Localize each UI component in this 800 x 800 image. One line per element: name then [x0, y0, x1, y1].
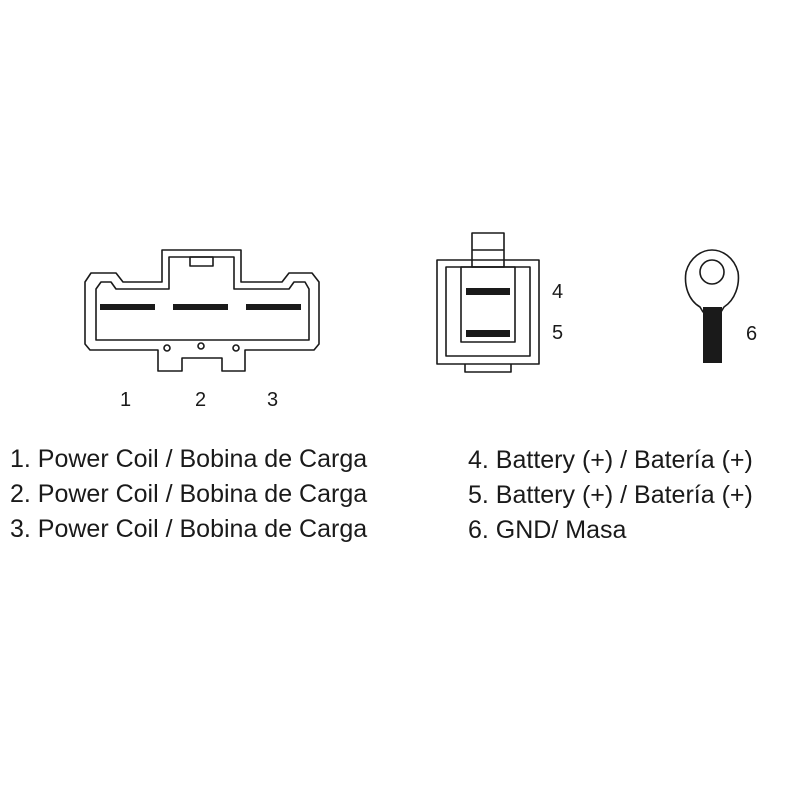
connector-b-pin-4-blade [466, 288, 510, 295]
connector-b-bottom-tab [464, 364, 512, 373]
legend-item-pin-5: 5. Battery (+) / Batería (+) [468, 481, 753, 509]
connector-a-mount-hole-left [163, 344, 171, 352]
ring-terminal-wire [703, 307, 722, 363]
connector-a-inner-housing [95, 256, 310, 341]
ring-terminal [684, 249, 740, 363]
legend-item-pin-6: 6. GND/ Masa [468, 516, 627, 544]
connector-b-inner-shroud [460, 266, 516, 343]
connector-a-mount-hole-center [197, 342, 205, 350]
connector-a-top-latch [189, 256, 214, 267]
connector-a-pin-3-number: 3 [267, 389, 278, 411]
ring-terminal-hole [699, 259, 725, 285]
ring-terminal-outline [684, 249, 740, 313]
legend-item-pin-1: 1. Power Coil / Bobina de Carga [10, 445, 368, 473]
connector-b-pin-4-number: 4 [552, 281, 563, 303]
connector-b-outer-housing [436, 259, 540, 365]
connector-a-pin-1-number: 1 [120, 389, 131, 411]
legend-item-pin-3: 3. Power Coil / Bobina de Carga [10, 515, 368, 543]
connector-b-pin-5-number: 5 [552, 322, 563, 344]
connector-a-pin-2-blade [173, 304, 228, 310]
connector-a-pin-2-number: 2 [195, 389, 206, 411]
legend-item-pin-4: 4. Battery (+) / Batería (+) [468, 446, 753, 474]
connector-a-pin-3-blade [246, 304, 301, 310]
legend-right-column: 4. Battery (+) / Batería (+) 5. Battery … [468, 443, 753, 548]
connector-a-mount-hole-right [232, 344, 240, 352]
connector-a-outer-housing [84, 249, 320, 372]
legend-left-column: 1. Power Coil / Bobina de Carga 2. Power… [10, 442, 367, 547]
ring-terminal-pin-6-number: 6 [746, 323, 757, 345]
connector-a [84, 249, 320, 372]
connector-b [436, 232, 540, 373]
connector-b-pin-5-blade [466, 330, 510, 337]
connector-a-pin-1-blade [100, 304, 155, 310]
legend-item-pin-2: 2. Power Coil / Bobina de Carga [10, 480, 368, 508]
